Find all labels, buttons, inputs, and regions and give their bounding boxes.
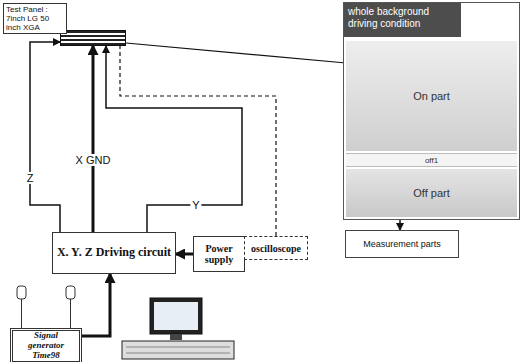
- connector: [126, 43, 346, 63]
- power-supply-box: Power supply: [193, 236, 245, 272]
- node-text: oscilloscope: [248, 243, 304, 254]
- node-text: whole background driving condition: [344, 3, 461, 37]
- monitor-stand: [170, 334, 182, 340]
- monitor-screen: [154, 302, 198, 330]
- node-text: On part: [410, 90, 453, 102]
- connector: [106, 46, 242, 232]
- signal-label: X GND: [74, 154, 113, 166]
- driving-condition-panel: On part off1Off part whole background driv…: [343, 2, 520, 220]
- mic-stem: [21, 299, 22, 328]
- connector: [120, 46, 276, 236]
- monitor: [150, 298, 202, 334]
- node-text: Power supply: [194, 243, 244, 265]
- connector: [92, 46, 95, 232]
- off1-band: off1: [346, 153, 517, 167]
- keyboard: [122, 341, 234, 359]
- signal-generator-box: Signal generator Time98: [10, 328, 82, 362]
- mic-head: [17, 286, 26, 299]
- on-part-region: On part: [346, 41, 517, 151]
- key-row: [126, 347, 230, 348]
- mic-head: [66, 286, 75, 299]
- computer-icon: [122, 298, 234, 359]
- node-text: Test Panel : 7inch LG 50 inch XGA: [3, 3, 67, 34]
- connector: [30, 42, 60, 232]
- signal-label: Z: [25, 172, 36, 184]
- node-text: Measurement parts: [360, 239, 444, 249]
- node-text: Off part: [410, 187, 452, 199]
- oscilloscope-box: oscilloscope: [244, 236, 308, 260]
- node-text: off1: [422, 156, 441, 165]
- microphone-left: [17, 286, 26, 328]
- microphone-right: [66, 286, 75, 328]
- node-text: X. Y. Z Driving circuit: [54, 246, 174, 260]
- driving-circuit-box: X. Y. Z Driving circuit: [52, 232, 176, 274]
- test-panel: Test Panel : 7inch LG 50 inch XGA: [60, 30, 126, 46]
- connector: [82, 274, 110, 336]
- key-row: [126, 353, 230, 354]
- mic-stem: [70, 299, 71, 328]
- signal-label: Y: [190, 199, 201, 211]
- connector: [176, 253, 193, 256]
- off-part-region: Off part: [346, 169, 517, 217]
- node-text: Signal generator Time98: [13, 331, 79, 361]
- measurement-box: Measurement parts: [345, 230, 459, 258]
- connector: [399, 220, 401, 230]
